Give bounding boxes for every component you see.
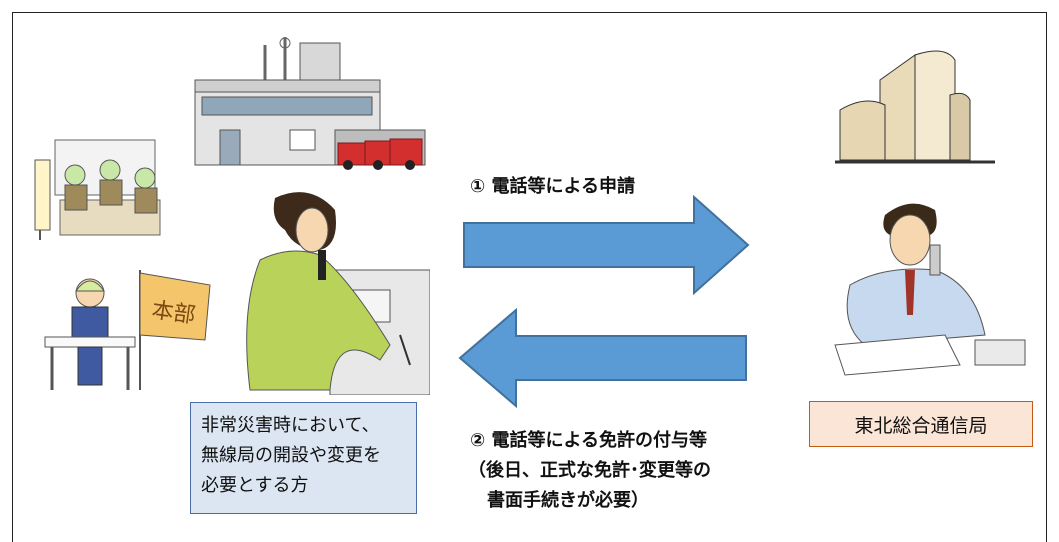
request-label: ① 電話等による申請 [470,176,635,197]
applicant-line-3: 必要とする方 [201,475,309,496]
diagram-frame [12,12,1047,542]
applicant-line-1: 非常災害時において、 [201,415,380,436]
grant-arrow [458,308,747,408]
bureau-box: 東北総合通信局 [809,401,1033,447]
bureau-name: 東北総合通信局 [854,414,988,437]
grant-label-line-3: 書面手続きが必要） [487,490,649,511]
sign-text: 本部 [150,298,197,329]
fire-station-illustration [194,37,426,170]
grant-label-line-2: （後日、正式な免許･変更等の [468,460,711,481]
applicant-line-2: 無線局の開設や変更を [201,445,381,466]
bureau-staff-on-phone-illustration [834,203,1026,376]
request-arrow-shape [463,195,750,295]
workers-meeting-illustration [34,139,161,240]
applicant-box: 非常災害時において、 無線局の開設や変更を 必要とする方 [190,402,417,514]
bureau-building-illustration [835,50,995,164]
grant-arrow-shape [458,308,747,408]
request-arrow [463,195,750,295]
grant-label-line-1: ② 電話等による免許の付与等 [470,430,707,451]
headquarters-worker-illustration: 本部 [44,270,211,390]
applicant-on-phone-illustration [246,192,430,395]
